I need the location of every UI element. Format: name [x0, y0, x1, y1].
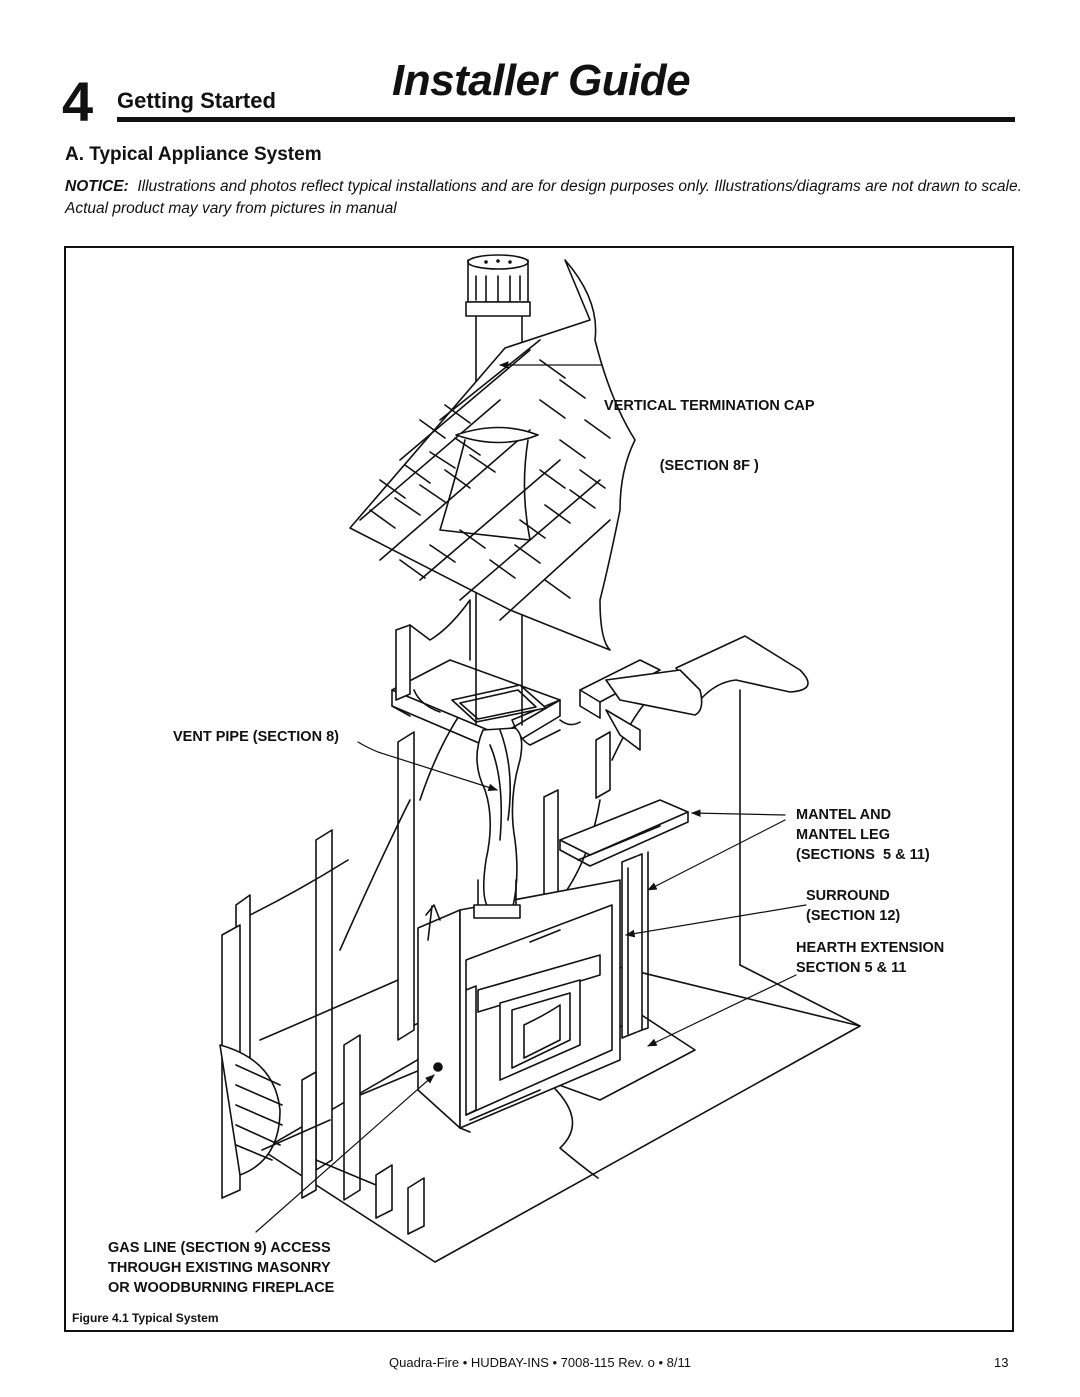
chapter-number: 4 [62, 70, 94, 133]
installation-diagram [219, 254, 861, 1263]
termination-cap-label-line1: VERTICAL TERMINATION CAP [604, 398, 815, 414]
notice-prefix: NOTICE: [65, 178, 129, 195]
header-rule [117, 117, 1015, 122]
section-title: A. Typical Appliance System [65, 144, 322, 165]
termination-cap [465, 254, 531, 317]
guide-title: Installer Guide [392, 56, 691, 105]
vent-pipe-label: VENT PIPE (SECTION 8) [173, 729, 339, 745]
wall-framing [219, 689, 661, 1235]
termination-cap-label-line2: (SECTION 8F ) [659, 458, 759, 474]
termination-cap-label: VERTICAL TERMINATION CAP (SECTION 8F ) [604, 356, 815, 496]
mantel-leg-leader [647, 819, 786, 891]
chapter-title: Getting Started [117, 88, 276, 113]
fireplace-insert [417, 879, 621, 1133]
roof [349, 259, 636, 651]
notice-paragraph: NOTICE: Illustrations and photos reflect… [65, 176, 1025, 220]
leader-lines [255, 361, 807, 1233]
gas-line-leader [255, 1074, 435, 1233]
mantel-label: MANTEL AND MANTEL LEG (SECTIONS 5 & 11) [796, 807, 930, 863]
gas-line-label: GAS LINE (SECTION 9) ACCESS THROUGH EXIS… [108, 1240, 335, 1296]
hearth-leader [647, 974, 797, 1047]
mantel [559, 799, 689, 1039]
surround-leader [625, 904, 807, 938]
page-number: 13 [994, 1355, 1009, 1370]
figure-frame [64, 246, 1014, 1332]
notice-text: Illustrations and photos reflect typical… [65, 178, 1022, 217]
surround-label: SURROUND (SECTION 12) [806, 888, 901, 924]
figure-caption: Figure 4.1 Typical System [72, 1311, 219, 1325]
mantel-leader [691, 809, 786, 818]
back-wall [675, 635, 861, 1027]
hearth-extension-label: HEARTH EXTENSION SECTION 5 & 11 [796, 940, 945, 976]
footer-doc-info: Quadra-Fire • HUDBAY-INS • 7008-115 Rev.… [389, 1355, 691, 1370]
vent-pipe-leader [357, 741, 498, 792]
